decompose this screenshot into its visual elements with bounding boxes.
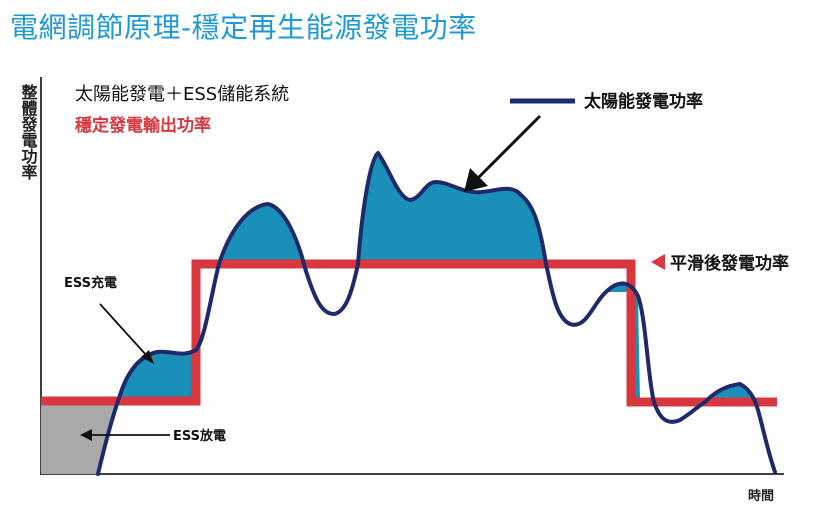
smoothed-power-label: 平滑後發電功率 bbox=[670, 253, 789, 274]
page-title: 電網調節原理-穩定再生能源發電功率 bbox=[10, 11, 477, 44]
y-axis-label: 整體發電功率 bbox=[19, 83, 39, 181]
solar-pointer-arrow bbox=[476, 114, 542, 180]
ess-discharge-arrowhead bbox=[80, 429, 92, 441]
ess-charge-area-3 bbox=[358, 153, 546, 264]
ess-charge-area-2 bbox=[219, 204, 304, 264]
ess-charge-arrowhead bbox=[141, 350, 154, 364]
smoothed-label-triangle bbox=[651, 254, 665, 270]
solar-power-curve bbox=[96, 151, 777, 476]
solar-power-label: 太陽能發電功率 bbox=[584, 91, 703, 112]
ess-charge-label: ESS充電 bbox=[64, 275, 117, 291]
ess-charge-arrow bbox=[99, 303, 148, 357]
solar-pointer-arrowhead bbox=[464, 168, 488, 192]
ess-discharge-label: ESS放電 bbox=[173, 428, 226, 444]
legend-stable-output-label: 穩定發電輸出功率 bbox=[75, 115, 211, 136]
x-axis-label: 時間 bbox=[748, 488, 774, 504]
ess-discharge-area bbox=[41, 402, 117, 474]
legend-system-label: 太陽能發電＋ESS儲能系統 bbox=[75, 84, 289, 105]
